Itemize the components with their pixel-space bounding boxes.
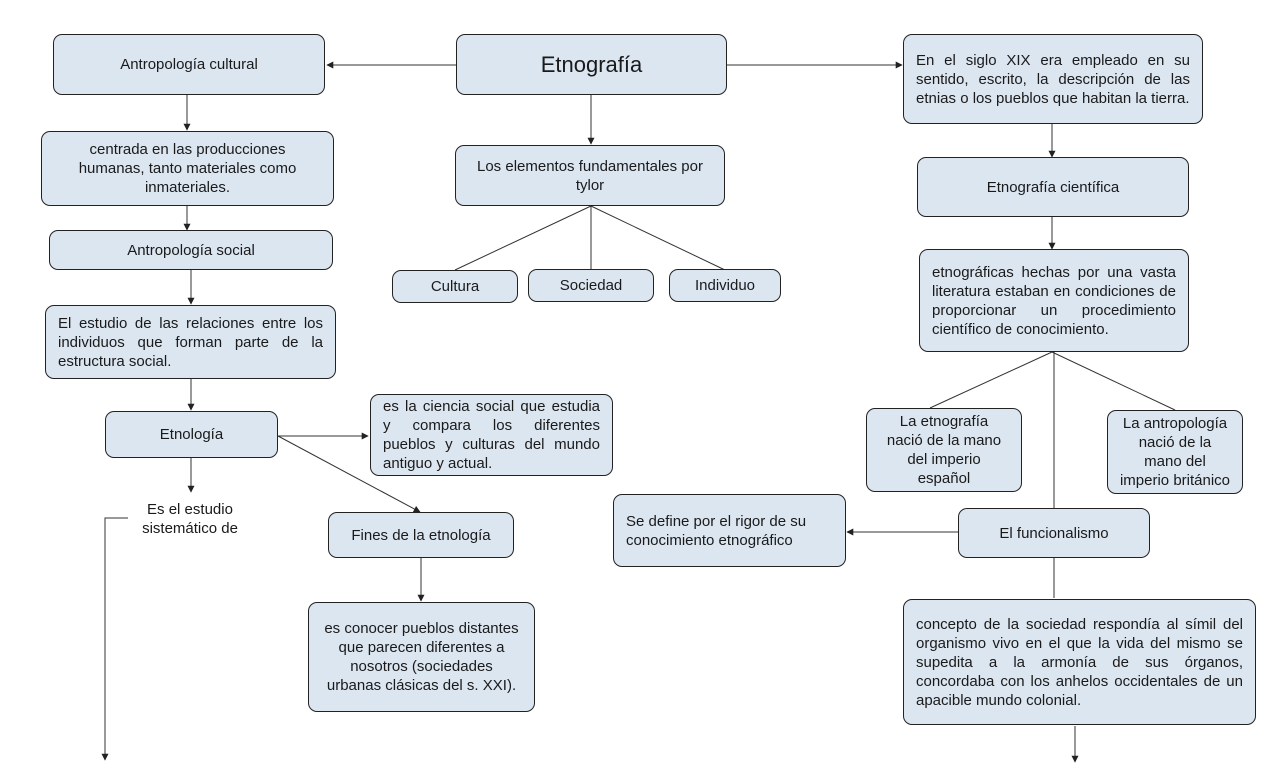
node-sociedad: Sociedad: [528, 269, 654, 302]
line-elementos-cultura: [454, 205, 592, 271]
node-funcionalismo-desc: concepto de la sociedad respondía al sím…: [903, 599, 1256, 725]
node-individuo: Individuo: [669, 269, 781, 302]
node-rigor: Se define por el rigor de su conocimient…: [613, 494, 846, 567]
node-fines: Fines de la etnología: [328, 512, 514, 558]
line-desc-to-britanico: [1051, 351, 1176, 411]
node-funcionalismo: El funcionalismo: [958, 508, 1150, 558]
node-antropologia-social: Antropología social: [49, 230, 333, 270]
node-cientifica-desc: etnográficas hechas por una vasta litera…: [919, 249, 1189, 352]
node-imperio-espanol: La etnografía nació de la mano del imper…: [866, 408, 1022, 492]
node-etnologia-desc: es la ciencia social que estudia y compa…: [370, 394, 613, 476]
node-imperio-britanico: La antropología nació de la mano del imp…: [1107, 410, 1243, 494]
node-etnologia: Etnología: [105, 411, 278, 458]
node-fines-desc: es conocer pueblos distantes que parecen…: [308, 602, 535, 712]
node-antropologia-cultural: Antropología cultural: [53, 34, 325, 95]
node-etnografia: Etnografía: [456, 34, 727, 95]
node-cultural-desc: centrada en las producciones humanas, ta…: [41, 131, 334, 206]
node-elementos: Los elementos fundamentales por tylor: [455, 145, 725, 206]
line-desc-to-espanol: [929, 351, 1053, 409]
arrow-etnologia-to-fines: [277, 435, 421, 513]
node-siglo-xix: En el siglo XIX era empleado en su senti…: [903, 34, 1203, 124]
text-estudio-sistematico: Es el estudio sistemático de: [142, 501, 238, 537]
node-cultura: Cultura: [392, 270, 518, 303]
arrow-estudio-down: [101, 517, 128, 761]
line-elementos-individuo: [590, 205, 726, 271]
node-social-desc: El estudio de las relaciones entre los i…: [45, 305, 336, 379]
node-etnografia-cientifica: Etnografía científica: [917, 157, 1189, 217]
